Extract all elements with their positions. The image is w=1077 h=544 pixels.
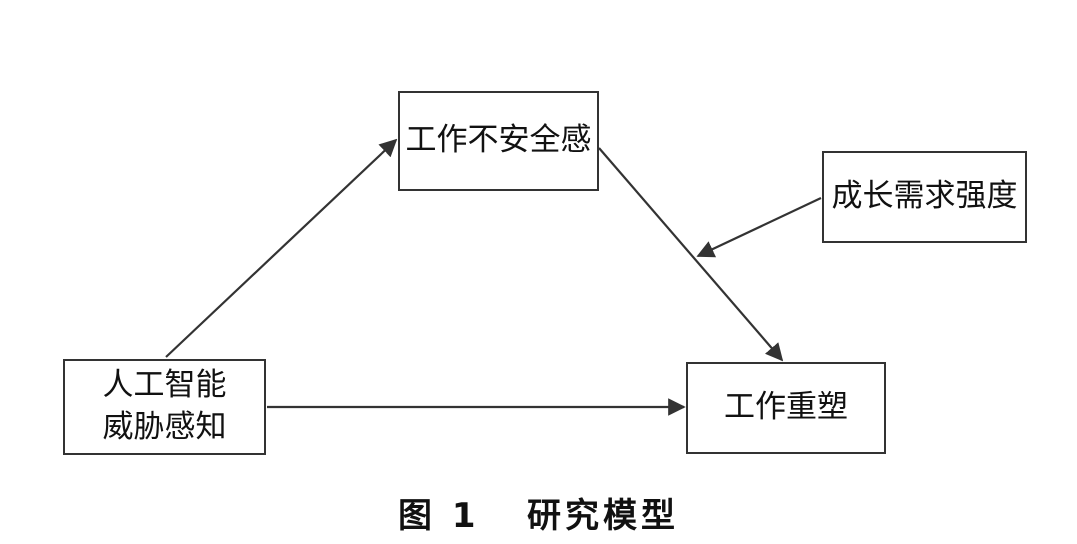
figure-caption: 图 1 研究模型 <box>0 488 1077 537</box>
arrow-growth-moderation <box>696 197 822 258</box>
figure-number: 图 1 <box>397 496 480 536</box>
node-growth-need-strength: 成长需求强度 <box>822 151 1027 243</box>
figure-title: 研究模型 <box>527 496 679 536</box>
node-label-line-2: 威胁感知 <box>102 409 227 445</box>
arrow-ai-to-insecurity <box>165 138 398 358</box>
node-label: 成长需求强度 <box>831 178 1018 215</box>
node-label-line-1: 人工智能 <box>102 367 227 404</box>
node-job-crafting: 工作重塑 <box>686 362 886 454</box>
node-job-insecurity: 工作不安全感 <box>398 91 599 191</box>
node-ai-threat-perception: 人工智能 威胁感知 <box>63 359 266 455</box>
node-label: 工作重塑 <box>724 389 848 426</box>
node-label: 工作不安全感 <box>405 122 592 159</box>
arrow-insecurity-to-crafting <box>598 147 784 362</box>
